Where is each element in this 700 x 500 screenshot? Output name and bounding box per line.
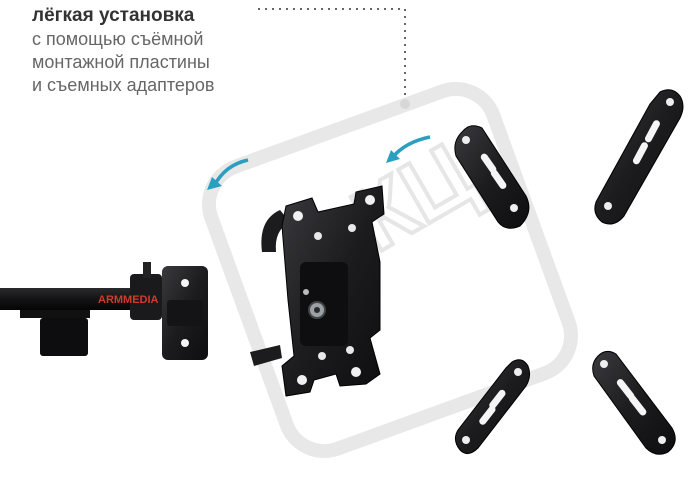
adapter-top-right bbox=[594, 89, 684, 225]
rotate-arrow-right bbox=[386, 135, 431, 163]
vesa-plate bbox=[250, 185, 385, 397]
feature-line-2: монтажной пластины bbox=[32, 52, 210, 72]
feature-line-3: и съемных адаптеров bbox=[32, 75, 215, 95]
arm-brand-label: ARMMEDIA bbox=[98, 294, 159, 306]
adapter-top-left bbox=[454, 125, 530, 229]
wall-arm: ARMMEDIA bbox=[0, 262, 208, 360]
watermark: КЦ bbox=[202, 82, 578, 458]
feature-line-1: с помощью съёмной bbox=[32, 29, 204, 49]
adapter-bottom-left bbox=[454, 359, 531, 454]
feature-title: лёгкая установка bbox=[32, 5, 195, 26]
callout-line bbox=[258, 8, 410, 109]
feature-caption: лёгкая установка с помощью съёмной монта… bbox=[32, 4, 214, 97]
adapter-bottom-right bbox=[592, 350, 676, 455]
rotate-arrow-left bbox=[207, 158, 249, 190]
